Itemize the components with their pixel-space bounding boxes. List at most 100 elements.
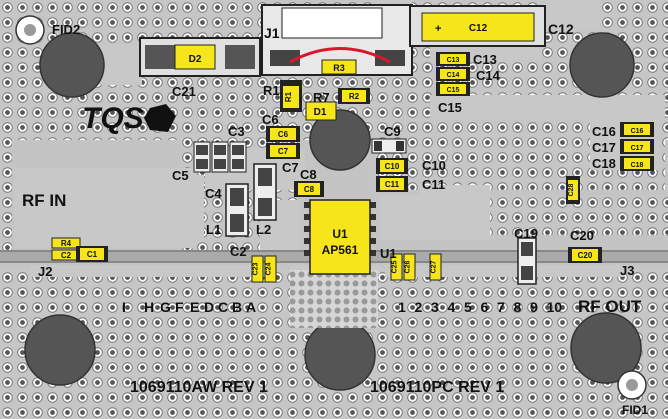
c19-label: C19 bbox=[514, 226, 538, 241]
c3-label: C3 bbox=[228, 124, 245, 139]
pin-label-1: 1 bbox=[398, 299, 406, 315]
fid2-label: FID2 bbox=[52, 22, 80, 37]
c25-label: C25 bbox=[392, 260, 399, 273]
pin-label-4: 4 bbox=[448, 299, 456, 315]
logo-text: TQS bbox=[82, 102, 144, 135]
c4-label: C4 bbox=[205, 186, 222, 201]
fiducial-fid1 bbox=[617, 370, 647, 400]
u1-chip: U1 AP561 bbox=[290, 199, 378, 328]
u1-silk-label: U1 bbox=[380, 246, 397, 261]
l2-label: L2 bbox=[256, 222, 271, 237]
pin-label-8: 8 bbox=[514, 299, 522, 315]
diode-d2: D2 bbox=[139, 37, 261, 77]
pin-label-6: 6 bbox=[481, 299, 489, 315]
logo-shape bbox=[144, 104, 176, 132]
rf-out-label: RF OUT bbox=[578, 297, 642, 316]
pin-label-3: 3 bbox=[431, 299, 439, 315]
c5-label: C5 bbox=[172, 168, 189, 183]
c2-silk-label: C2 bbox=[230, 244, 247, 259]
r1-part-label: R1 bbox=[284, 91, 293, 102]
c15-silk-label: C15 bbox=[438, 100, 462, 115]
c26-label: C26 bbox=[405, 260, 412, 273]
tqs-logo: TQS bbox=[82, 102, 176, 135]
r3-label: R3 bbox=[333, 63, 345, 73]
c11-silk-label: C11 bbox=[422, 177, 445, 192]
c17-silk-label: C17 bbox=[592, 140, 616, 155]
u1-label-line2: AP561 bbox=[322, 243, 359, 257]
c20-silk-label: C20 bbox=[570, 228, 594, 243]
bypass-caps: C23 C24 C25 C26 C27 bbox=[251, 253, 442, 283]
c21-label: C21 bbox=[172, 84, 196, 99]
c17-part-label: C17 bbox=[631, 145, 644, 152]
c6-part-label: C6 bbox=[278, 130, 289, 139]
c28-label: C28 bbox=[568, 183, 575, 196]
pin-label-b: B bbox=[232, 299, 242, 315]
c16-silk-label: C16 bbox=[592, 124, 616, 139]
r2-label: R2 bbox=[349, 92, 360, 101]
pin-label-h: H bbox=[144, 299, 154, 315]
u1-label-line1: U1 bbox=[332, 227, 348, 241]
c12-plus: + bbox=[435, 23, 441, 35]
c13-label: C13 bbox=[447, 57, 460, 64]
rf-in-label: RF IN bbox=[22, 191, 66, 210]
pin-label-g: G bbox=[160, 299, 171, 315]
c10-part-label: C10 bbox=[385, 162, 400, 171]
capacitor-c12: + C12 bbox=[409, 5, 546, 47]
c2-small-label: C2 bbox=[61, 251, 72, 260]
c18-part-label: C18 bbox=[631, 162, 644, 169]
fiducial-fid2 bbox=[15, 15, 45, 45]
c12-label: C12 bbox=[469, 23, 488, 34]
pin-label-i: I bbox=[122, 299, 126, 315]
c1-label: C1 bbox=[87, 250, 98, 259]
c16-part-label: C16 bbox=[631, 128, 644, 135]
fid1-label: FID1 bbox=[622, 403, 648, 417]
c8-silk-label: C8 bbox=[300, 167, 317, 182]
pin-label-a: A bbox=[246, 299, 256, 315]
c11-part-label: C11 bbox=[385, 180, 400, 189]
smd-parts: R3 R1 R2 D1 C13 C14 C15 C6 C7 C8 bbox=[51, 52, 654, 263]
pin-label-f: F bbox=[175, 299, 184, 315]
c10-silk-label: C10 bbox=[422, 158, 446, 173]
rev-left-label: 1069110AW REV 1 bbox=[130, 379, 268, 396]
r1-silk-label: R1 bbox=[263, 83, 280, 98]
j1-label: J1 bbox=[264, 25, 280, 41]
c9-label: C9 bbox=[384, 124, 401, 139]
j3-label: J3 bbox=[620, 263, 634, 278]
pin-label-7: 7 bbox=[497, 299, 505, 315]
l1-label: L1 bbox=[206, 222, 221, 237]
c20-part-label: C20 bbox=[578, 251, 593, 260]
c13-silk-label: C13 bbox=[473, 52, 497, 67]
pin-label-d: D bbox=[204, 299, 214, 315]
c6-silk-label: C6 bbox=[262, 112, 279, 127]
c18-silk-label: C18 bbox=[592, 156, 616, 171]
r7-label: R7 bbox=[313, 90, 330, 105]
c7-silk-label: C7 bbox=[282, 160, 299, 175]
c15-label: C15 bbox=[447, 87, 460, 94]
r4-label: R4 bbox=[61, 239, 72, 248]
j2-label: J2 bbox=[38, 264, 52, 279]
d2-label: D2 bbox=[189, 54, 202, 65]
unpopulated-pads bbox=[193, 141, 537, 285]
c8-part-label: C8 bbox=[304, 185, 315, 194]
pin-label-c: C bbox=[218, 299, 228, 315]
pin-label-e: E bbox=[190, 299, 199, 315]
mounting-holes bbox=[24, 32, 642, 391]
c7-part-label: C7 bbox=[278, 147, 289, 156]
rev-right-label: 1069110PC REV 1 bbox=[370, 379, 504, 396]
pin-label-10: 10 bbox=[547, 299, 563, 315]
c27-label: C27 bbox=[431, 260, 438, 273]
c23-label: C23 bbox=[253, 262, 260, 275]
c24-label: C24 bbox=[266, 262, 273, 275]
c14-silk-label: C14 bbox=[476, 68, 501, 83]
d1-part-label: D1 bbox=[314, 107, 327, 118]
c14-label: C14 bbox=[447, 72, 460, 79]
pin-label-2: 2 bbox=[415, 299, 423, 315]
pin-label-9: 9 bbox=[530, 299, 538, 315]
c12-silk-label: C12 bbox=[548, 21, 574, 37]
pin-label-5: 5 bbox=[464, 299, 472, 315]
silkscreen: FID2 J1 C12 C21 C13 C14 C15 R1 R7 C3 C5 … bbox=[22, 21, 648, 417]
